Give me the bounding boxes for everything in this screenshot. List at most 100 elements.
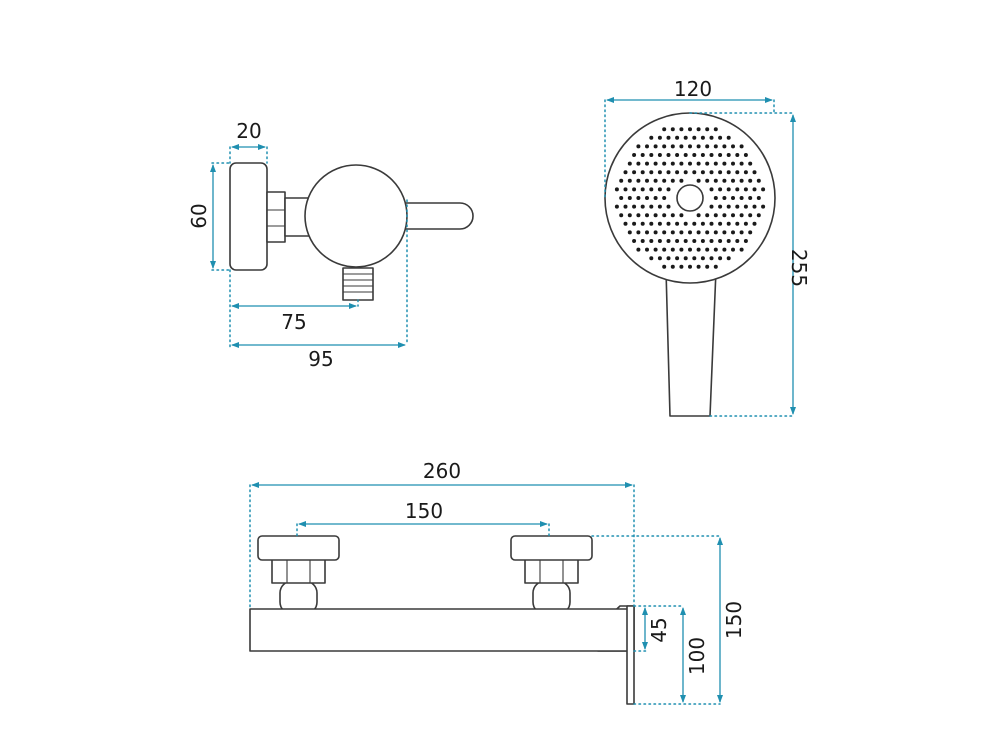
nozzle-hole [679,230,684,235]
nozzle-hole [726,187,731,192]
nozzle-hole [679,161,684,166]
nozzle-hole [653,196,658,200]
nozzle-hole [692,239,697,243]
nozzle-hole [670,178,675,183]
nozzle-hole [735,204,740,209]
nozzle-hole [649,153,654,157]
nozzle-hole [675,221,680,226]
nozzle-hole [662,161,667,166]
nozzle-hole [718,256,723,261]
nozzle-hole [627,196,632,200]
nozzle-hole [670,264,675,269]
nozzle-hole [683,239,688,243]
nozzle-hole [666,221,671,226]
bar-mixer-front-view [249,535,635,705]
nozzle-hole [653,161,658,166]
nozzle-hole [670,213,675,218]
nozzle-hole [692,135,697,140]
nozzle-hole [739,213,744,218]
nozzle-hole [683,221,688,226]
nozzle-hole [713,178,718,183]
nozzle-hole [748,178,753,183]
nozzle-hole [718,221,723,226]
nozzle-hole [640,221,645,226]
nozzle-hole [700,256,705,261]
nozzle-hole [705,161,710,166]
nozzle-hole [623,187,628,192]
nozzle-hole [756,196,761,200]
nozzle-hole [752,170,757,175]
nozzle-hole [662,247,667,252]
nozzle-hole [731,144,735,149]
nozzle-hole [735,187,740,192]
nozzle-hole [666,239,671,243]
nozzle-hole [662,127,667,132]
nozzle-hole [726,204,731,209]
nozzle-hole [662,196,667,200]
nozzle-hole [726,135,731,140]
nozzle-hole [649,239,654,243]
nozzle-hole [653,230,658,235]
nozzle-hole [735,153,740,157]
nozzle-hole [675,239,680,243]
lever-handle [394,202,474,230]
nozzle-hole [632,187,637,192]
nozzle-hole [709,153,714,157]
nozzle-hole [679,247,684,252]
nozzle-hole [662,144,667,149]
nozzle-hole [709,204,714,209]
nozzle-hole [739,144,744,149]
nozzle-hole [700,135,705,140]
nozzle-hole [718,135,723,140]
nozzle-hole [761,204,766,209]
nozzle-hole [743,187,748,192]
nozzle-hole [696,127,701,132]
nozzle-hole [735,170,740,175]
nozzle-hole [713,161,718,166]
nozzle-hole [679,144,684,149]
nozzle-hole [649,204,654,209]
mixer-body [304,164,408,268]
nozzle-hole [731,161,735,166]
nozzle-hole [662,213,667,218]
nozzle-hole [713,264,718,269]
nozzle-hole [696,178,701,183]
nozzle-hole [731,230,735,235]
nozzle-hole [640,239,645,243]
nozzle-hole [688,161,692,166]
nozzle-hole [718,204,723,209]
dimension-label-height: 60 [187,203,211,228]
dimension-label-overall-height: 150 [722,601,746,639]
nozzle-hole [743,170,748,175]
nozzle-hole [722,247,727,252]
nozzle-hole [683,170,688,175]
nozzle-hole [645,230,649,235]
mixer-side-view [229,162,474,301]
nozzle-hole [627,213,632,218]
nozzle-hole [700,170,705,175]
nozzle-hole [670,144,675,149]
nozzle-hole [662,230,667,235]
nozzle-hole [636,247,641,252]
nozzle-hole [666,153,671,157]
nozzle-hole [718,153,723,157]
nozzle-hole [619,213,624,218]
nozzle-hole [726,170,731,175]
outlet-plate [626,605,635,705]
nozzle-hole [662,178,667,183]
nozzle-hole [619,178,624,183]
nozzle-hole [675,153,680,157]
nozzle-hole [675,135,680,140]
nozzle-hole [632,204,637,209]
nozzle-hole [657,204,662,209]
nozzle-hole [688,127,692,132]
nozzle-hole [627,230,632,235]
nozzle-hole [739,196,744,200]
nozzle-hole [683,153,688,157]
nozzle-hole [731,196,735,200]
nozzle-hole [640,204,645,209]
nozzle-hole [636,144,641,149]
nozzle-hole [683,256,688,261]
mixer-bar [249,608,631,652]
nozzle-hole [636,178,641,183]
